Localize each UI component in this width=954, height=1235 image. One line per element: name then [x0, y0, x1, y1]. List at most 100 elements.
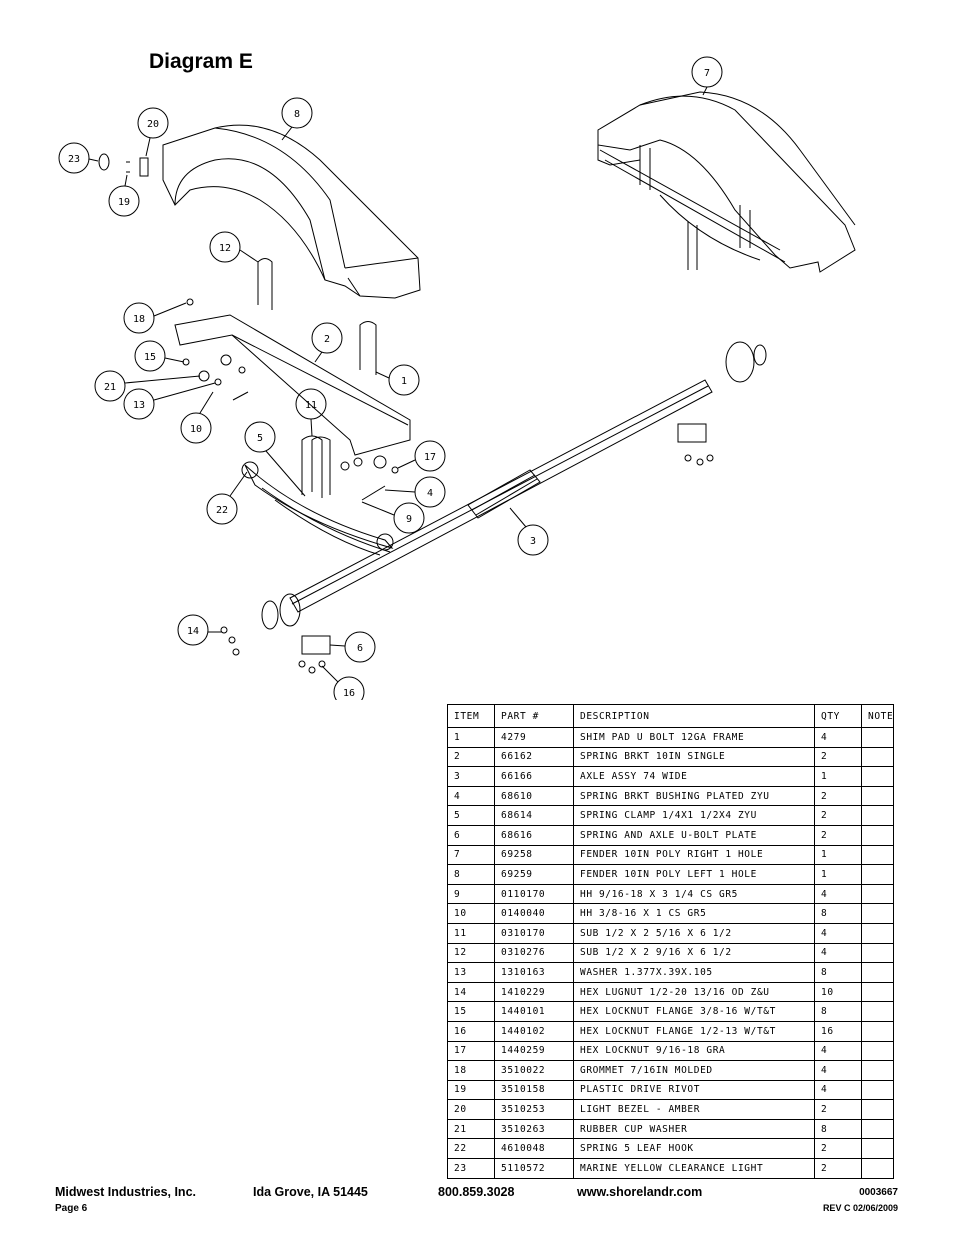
cell-part-number: 66166 — [494, 766, 574, 787]
cell-part-number: 0110170 — [494, 883, 574, 905]
header-description: DESCRIPTION — [573, 704, 815, 728]
callout-7: 7 — [691, 56, 723, 96]
cell-item: 10 — [447, 903, 495, 924]
cell-item: 13 — [447, 962, 495, 983]
cell-part-number: 1440101 — [494, 1001, 574, 1022]
svg-text:20: 20 — [147, 119, 159, 130]
cell-description: SPRING 5 LEAF HOOK — [573, 1138, 815, 1160]
cell-qty: 4 — [814, 1079, 862, 1101]
svg-text:3: 3 — [530, 536, 536, 547]
cell-description: SPRING AND AXLE U-BOLT PLATE — [573, 824, 815, 846]
callout-3: 3 — [509, 507, 549, 556]
cell-qty: 2 — [814, 1138, 862, 1160]
cell-note — [860, 844, 895, 866]
cell-description: SUB 1/2 X 2 9/16 X 6 1/2 — [573, 942, 815, 964]
callout-13: 13 — [123, 382, 216, 420]
cell-item: 3 — [447, 766, 495, 787]
cell-item: 6 — [447, 824, 495, 846]
cell-qty: 8 — [814, 903, 862, 924]
svg-text:14: 14 — [187, 626, 199, 637]
cell-item: 14 — [447, 981, 495, 1003]
cell-qty: 10 — [814, 981, 862, 1003]
cell-item: 19 — [447, 1079, 495, 1101]
cell-qty: 8 — [814, 1001, 862, 1022]
cell-description: RUBBER CUP WASHER — [573, 1118, 815, 1140]
cell-note — [860, 1099, 895, 1120]
svg-text:22: 22 — [216, 505, 228, 516]
svg-text:23: 23 — [68, 154, 80, 165]
cell-note — [860, 727, 895, 748]
cell-part-number: 69259 — [494, 864, 574, 885]
callout-17: 17 — [397, 440, 446, 472]
cell-description: SPRING BRKT BUSHING PLATED ZYU — [573, 785, 815, 807]
cell-part-number: 66162 — [494, 746, 574, 768]
callout-9: 9 — [361, 501, 425, 534]
cell-note — [860, 805, 895, 826]
cell-description: SPRING BRKT 10IN SINGLE — [573, 746, 815, 768]
callout-20: 20 — [137, 107, 169, 157]
document-number: 0003667 — [859, 1187, 898, 1198]
header-qty: QTY — [814, 704, 862, 728]
cell-part-number: 5110572 — [494, 1158, 574, 1179]
cell-part-number: 0310276 — [494, 942, 574, 964]
cell-note — [860, 1158, 895, 1179]
cell-qty: 2 — [814, 824, 862, 846]
svg-text:15: 15 — [144, 352, 156, 363]
svg-text:21: 21 — [104, 382, 116, 393]
cell-note — [860, 785, 895, 807]
callout-10: 10 — [180, 391, 214, 444]
cell-item: 20 — [447, 1099, 495, 1120]
callout-16: 16 — [321, 665, 365, 700]
svg-text:16: 16 — [343, 688, 355, 699]
cell-description: AXLE ASSY 74 WIDE — [573, 766, 815, 787]
svg-text:13: 13 — [133, 400, 145, 411]
svg-text:19: 19 — [118, 197, 130, 208]
cell-description: PLASTIC DRIVE RIVOT — [573, 1079, 815, 1101]
cell-item: 7 — [447, 844, 495, 866]
header-part-number: PART # — [494, 704, 574, 728]
svg-text:17: 17 — [424, 452, 436, 463]
cell-qty: 4 — [814, 942, 862, 964]
cell-qty: 1 — [814, 844, 862, 866]
cell-part-number: 4279 — [494, 727, 574, 748]
page-number: Page 6 — [55, 1203, 88, 1214]
cell-item: 9 — [447, 883, 495, 905]
cell-part-number: 3510253 — [494, 1099, 574, 1120]
callout-21: 21 — [94, 370, 201, 402]
cell-part-number: 68610 — [494, 785, 574, 807]
cell-part-number: 3510158 — [494, 1079, 574, 1101]
cell-item: 4 — [447, 785, 495, 807]
svg-text:18: 18 — [133, 314, 145, 325]
cell-part-number: 68616 — [494, 824, 574, 846]
cell-note — [860, 962, 895, 983]
callout-1: 1 — [375, 364, 420, 396]
cell-description: HEX LOCKNUT FLANGE 1/2-13 W/T&T — [573, 1020, 815, 1042]
cell-qty: 8 — [814, 1118, 862, 1140]
cell-note — [860, 1040, 895, 1062]
cell-qty: 4 — [814, 922, 862, 944]
cell-description: SPRING CLAMP 1/4X1 1/2X4 ZYU — [573, 805, 815, 826]
cell-note — [860, 1060, 895, 1081]
cell-item: 12 — [447, 942, 495, 964]
cell-item: 18 — [447, 1060, 495, 1081]
svg-text:8: 8 — [294, 109, 300, 120]
exploded-parts-drawing: 7 8 20 23 19 12 18 2 15 1 21 13 10 11 5 … — [58, 56, 856, 700]
cell-item: 5 — [447, 805, 495, 826]
svg-text:11: 11 — [305, 400, 317, 411]
footer-website[interactable]: www.shorelandr.com — [577, 1185, 703, 1199]
cell-part-number: 4610048 — [494, 1138, 574, 1160]
cell-note — [860, 1118, 895, 1140]
